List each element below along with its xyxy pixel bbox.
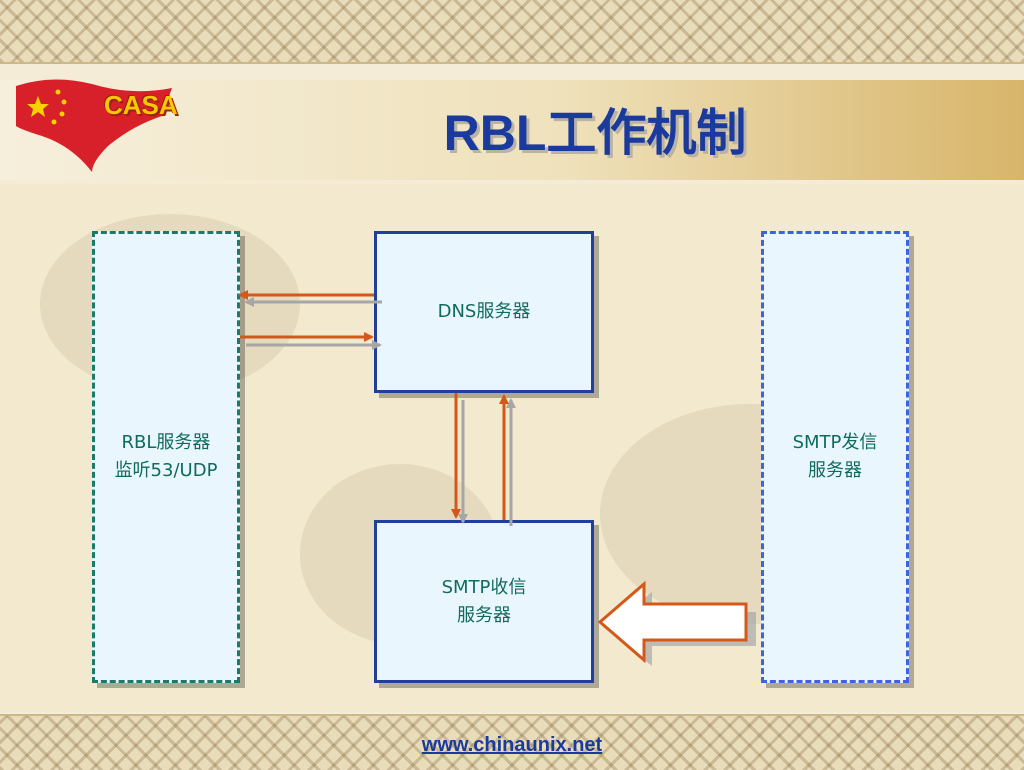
star-icon xyxy=(55,89,61,95)
rbl-server-node: RBL服务器 监听53/UDP xyxy=(92,231,240,683)
star-icon xyxy=(59,111,65,117)
star-icon xyxy=(51,119,57,125)
star-icon xyxy=(61,99,67,105)
casa-flag-logo xyxy=(16,79,172,172)
smtp-send-server-node: SMTP发信 服务器 xyxy=(761,231,909,683)
footer-link[interactable]: www.chinaunix.net xyxy=(421,734,603,756)
decorative-top-border xyxy=(0,0,1024,64)
smtp-receive-server-node: SMTP收信 服务器 xyxy=(374,520,594,683)
dns-server-node: DNS服务器 xyxy=(374,231,594,393)
logo-text: CASA xyxy=(104,90,178,120)
title-bar xyxy=(0,80,1024,180)
page-title: RBL工作机制 xyxy=(443,105,747,161)
star-icon xyxy=(27,96,49,117)
decorative-bottom-border xyxy=(0,714,1024,770)
